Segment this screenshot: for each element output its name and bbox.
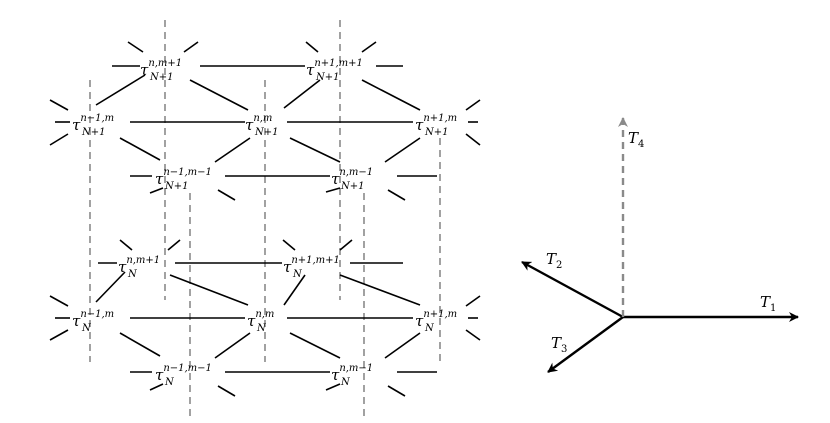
edge: [217, 385, 236, 397]
edge: [361, 41, 377, 53]
arrow-t3: [547, 316, 624, 373]
edge: [339, 239, 353, 251]
edge: [119, 332, 161, 357]
edge: [119, 137, 161, 161]
edge: [214, 332, 251, 359]
edge: [305, 41, 319, 53]
edge: [325, 187, 341, 193]
edge: [167, 239, 181, 251]
edge: [169, 274, 249, 306]
edge: [384, 332, 421, 359]
vertical-dashed-lines: [89, 20, 441, 418]
edge: [289, 332, 341, 359]
direction-arrows: [521, 117, 799, 373]
edge: [119, 239, 133, 251]
edge: [283, 79, 321, 109]
edge: [387, 385, 406, 397]
edge: [183, 41, 199, 53]
edge: [384, 137, 421, 163]
edge: [149, 187, 164, 194]
edge: [361, 79, 421, 111]
edge: [465, 99, 481, 111]
label-t4: T4: [628, 129, 644, 150]
edge: [289, 137, 341, 163]
axis-labels: T1 T2 T3 T4: [546, 129, 776, 355]
edge: [49, 133, 69, 146]
edge: [387, 189, 406, 201]
edge: [189, 79, 249, 111]
label-t1: T1: [760, 293, 776, 314]
lattice-edges: [49, 41, 481, 397]
edge: [127, 41, 144, 53]
edge: [149, 383, 164, 391]
edge: [49, 99, 69, 111]
edge: [95, 74, 146, 106]
edge: [325, 383, 341, 391]
node-symbol: τ: [140, 61, 149, 79]
edge: [49, 295, 69, 307]
edge: [465, 133, 481, 146]
arrow-t2: [521, 260, 624, 319]
edge: [95, 271, 126, 303]
label-t3: T3: [551, 334, 567, 355]
edge: [49, 329, 69, 341]
label-t2: T2: [546, 250, 562, 271]
edge: [217, 189, 236, 201]
edge: [339, 274, 421, 306]
edge: [283, 274, 306, 306]
edge: [282, 239, 296, 251]
edge: [465, 329, 481, 341]
edge: [214, 137, 251, 163]
edge: [465, 295, 481, 307]
